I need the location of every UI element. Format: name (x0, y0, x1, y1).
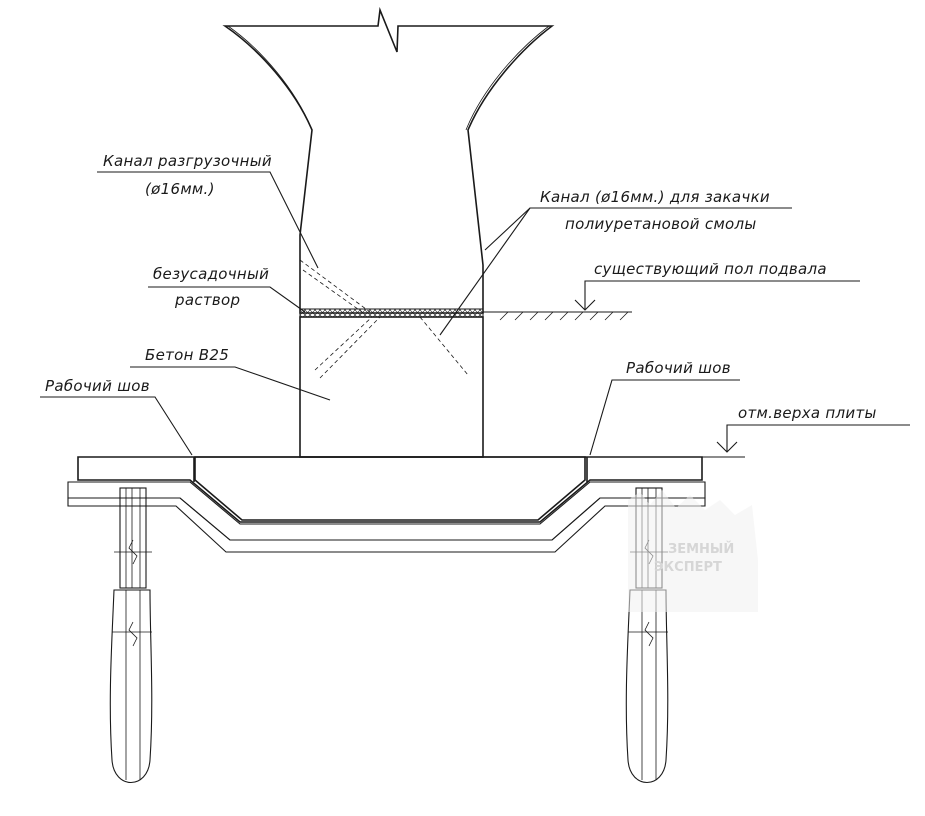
watermark-logo: ЗЕМНЫЙ ЭКСПЕРТ (628, 490, 758, 612)
label-non-shrink-line1: безусадочный (153, 265, 269, 283)
leader-lines (40, 171, 910, 458)
label-relief-channel-line1: Канал разгрузочный (103, 152, 272, 170)
label-injection-channel-line1: Канал (ø16мм.) для закачки (540, 188, 770, 206)
label-non-shrink-line2: раствор (174, 291, 240, 309)
label-work-joint-right: Рабочий шов (626, 359, 731, 377)
label-work-joint-left: Рабочий шов (45, 377, 150, 395)
floor-slab (67, 456, 706, 553)
label-relief-channel-line2: (ø16мм.) (145, 180, 215, 198)
pile-left (109, 487, 153, 784)
label-concrete: Бетон B25 (145, 346, 229, 364)
label-slab-top: отм.верха плиты (738, 404, 877, 422)
basement-floor-line (483, 311, 632, 321)
watermark-line2: ЭКСПЕРТ (654, 560, 722, 575)
concrete-b25-column (299, 316, 484, 458)
label-basement-floor: существующий пол подвала (594, 260, 827, 278)
watermark-line1: ЗЕМНЫЙ (668, 541, 734, 557)
label-injection-channel-line2: полиуретановой смолы (565, 215, 757, 233)
existing-column (222, 6, 555, 314)
relief-channel (299, 259, 371, 313)
